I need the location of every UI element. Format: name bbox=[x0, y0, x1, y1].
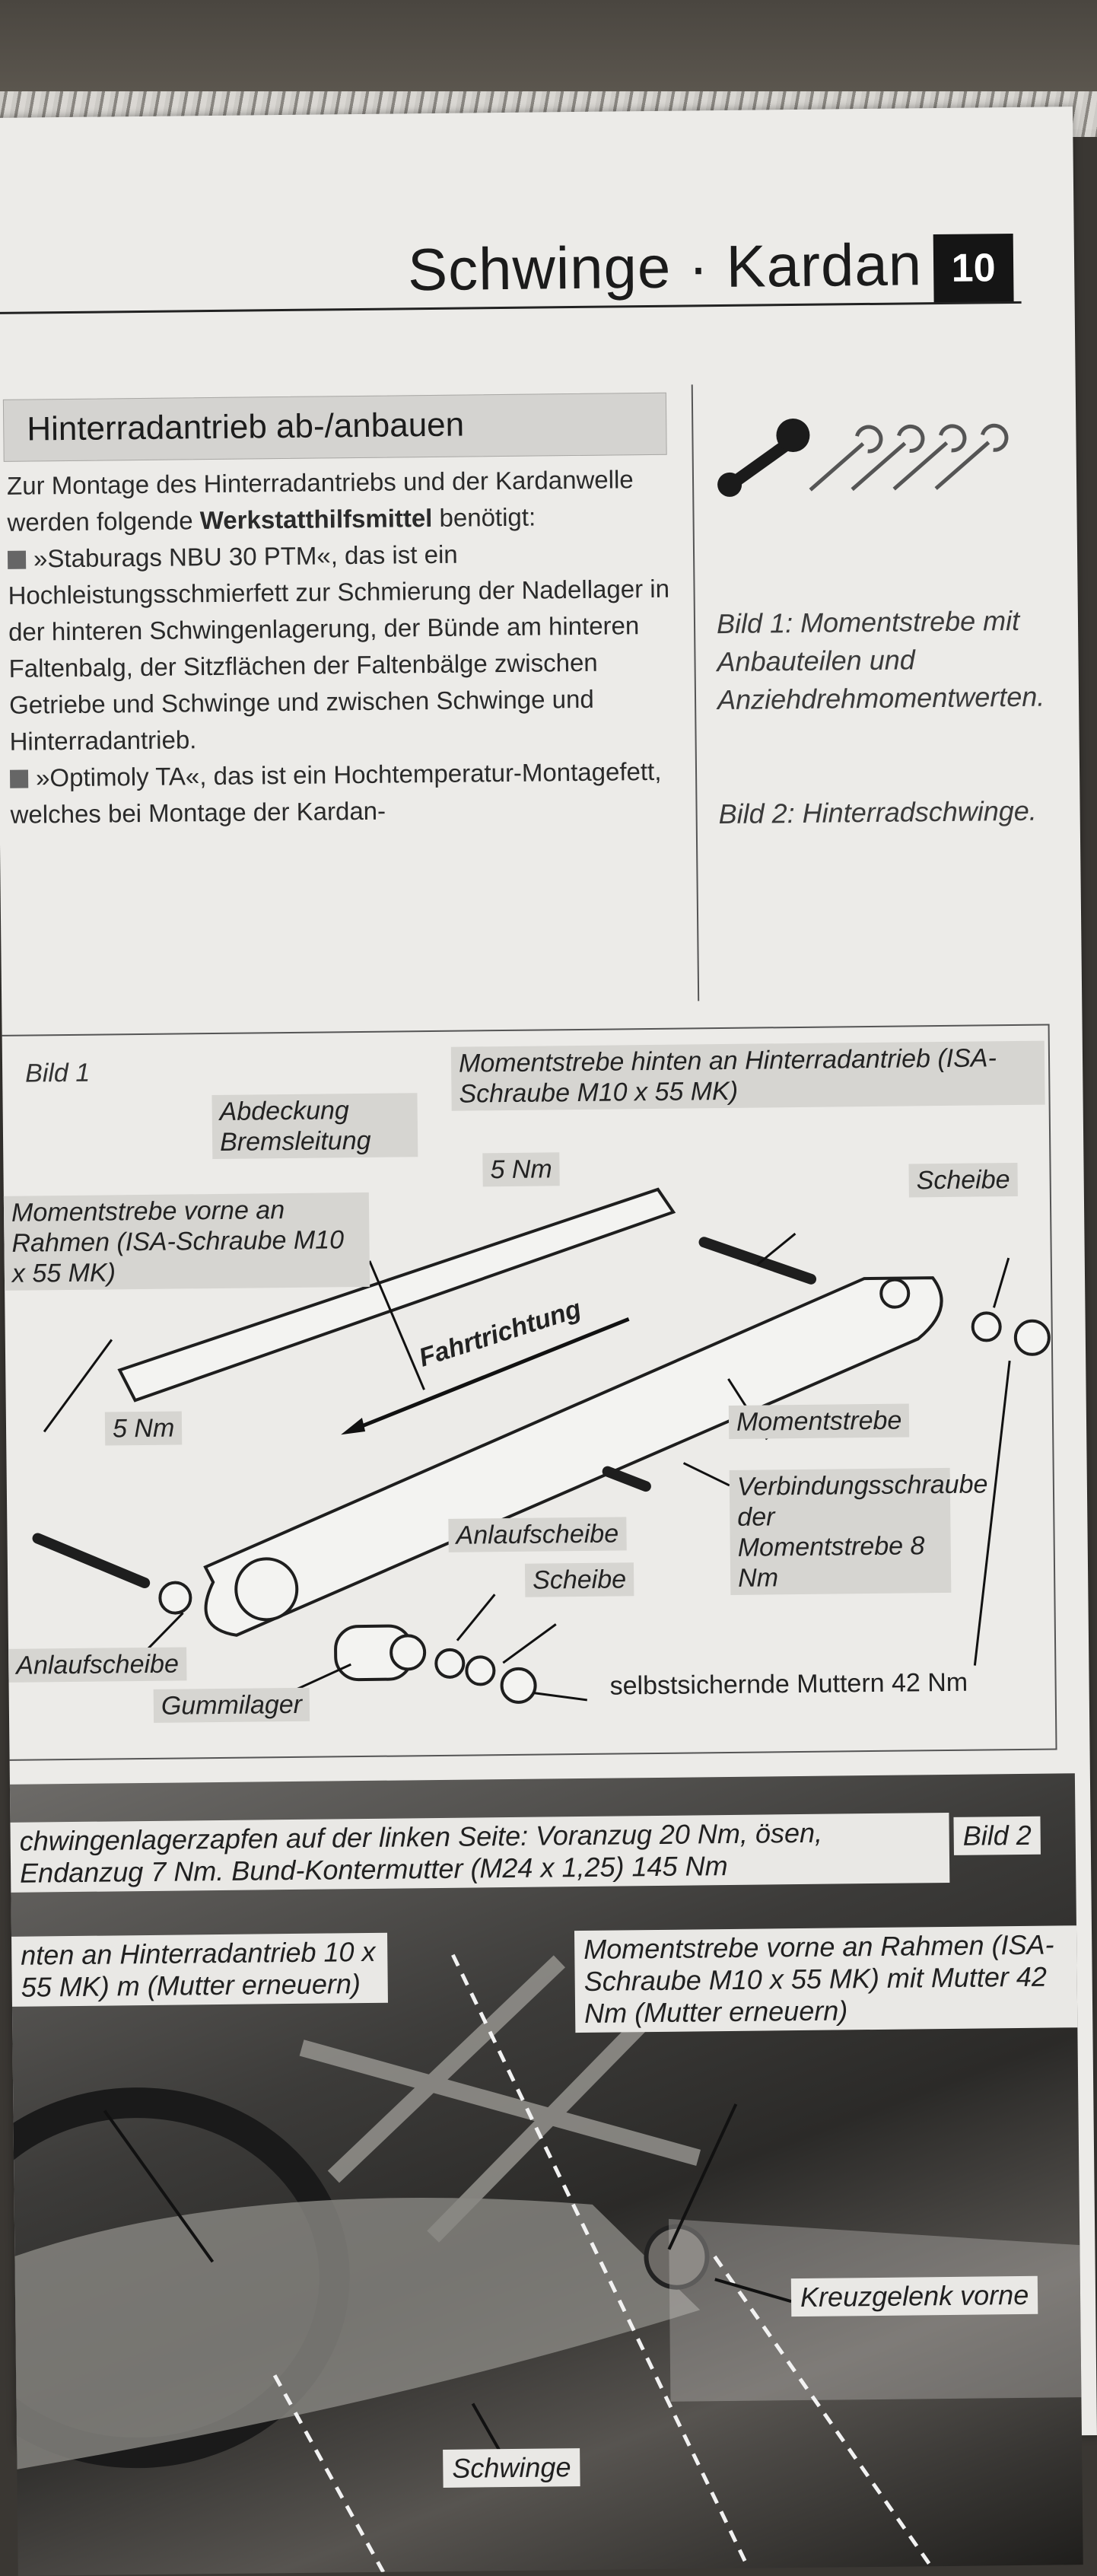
figure-2-label: Bild 2 bbox=[953, 1816, 1041, 1855]
label-momentstrebe-hinten: Momentstrebe hinten an Hinterradantrieb … bbox=[450, 1040, 1045, 1111]
figure-1-drawing bbox=[32, 1187, 1051, 1704]
intro-tail: benötigt: bbox=[432, 502, 536, 532]
label-anlaufscheibe-left: Anlaufscheibe bbox=[8, 1647, 187, 1683]
page-header: Schwinge · Kardan 10 bbox=[0, 221, 1029, 316]
bullet-square-icon bbox=[9, 769, 29, 788]
body-text: Zur Montage des Hinterradantriebs und de… bbox=[7, 461, 680, 833]
caption-bild2: Bild 2: Hinterradschwinge. bbox=[718, 794, 1038, 830]
label-momentstrebe-vorne: Momentstrebe vorne an Rahmen (ISA-Schrau… bbox=[3, 1192, 370, 1291]
intro-paragraph: Zur Montage des Hinterradantriebs und de… bbox=[7, 461, 677, 541]
label-scheibe-mid: Scheibe bbox=[524, 1562, 634, 1597]
label-anlaufscheibe-mid: Anlaufscheibe bbox=[448, 1517, 627, 1552]
figure-1: Bild 1 Momentstrebe hinten an Hinterrada… bbox=[2, 1024, 1057, 1761]
section-title: Hinterradantrieb ab-/anbauen bbox=[27, 406, 465, 448]
label-momentstrebe: Momentstrebe bbox=[728, 1403, 910, 1439]
label-hinten-photo: nten an Hinterradantrieb 10 x 55 MK) m (… bbox=[11, 1932, 388, 2007]
bullet-text-1: »Staburags NBU 30 PTM«, das ist ein Hoch… bbox=[8, 540, 670, 756]
bullet-square-icon bbox=[7, 550, 27, 569]
bullet-text-2: »Optimoly TA«, das ist ein Hochtemperatu… bbox=[10, 756, 662, 829]
label-schwinge: Schwinge bbox=[443, 2448, 580, 2488]
caption-bild1: Bild 1: Momentstrebe mit Anbauteilen und… bbox=[716, 604, 1045, 716]
label-kreuzgelenk: Kreuzgelenk vorne bbox=[790, 2275, 1038, 2317]
figure-2-photo: chwingenlagerzapfen auf der linken Seite… bbox=[9, 1773, 1083, 2576]
column-divider bbox=[691, 384, 700, 1001]
chapter-badge: 10 bbox=[933, 233, 1014, 304]
label-schwingenlagerzapfen: chwingenlagerzapfen auf der linken Seite… bbox=[10, 1812, 950, 1893]
page-title: Schwinge · Kardan bbox=[407, 231, 923, 304]
label-5nm-top: 5 Nm bbox=[482, 1152, 560, 1187]
label-5nm-left: 5 Nm bbox=[104, 1411, 183, 1446]
label-muttern: selbstsichernde Muttern 42 Nm bbox=[609, 1667, 968, 1701]
label-abdeckung: Abdeckung Bremsleitung bbox=[211, 1093, 418, 1160]
label-scheibe-top: Scheibe bbox=[908, 1162, 1018, 1198]
label-vorne-photo: Momentstrebe vorne an Rahmen (ISA-Schrau… bbox=[574, 1925, 1083, 2033]
bullet-item-1: »Staburags NBU 30 PTM«, das ist ein Hoch… bbox=[7, 534, 679, 760]
label-gummilager: Gummilager bbox=[153, 1687, 310, 1723]
wrench-icon bbox=[717, 419, 1009, 497]
manual-page: Schwinge · Kardan 10 Hinterradantrieb ab… bbox=[0, 107, 1097, 2576]
figure-1-label: Bild 1 bbox=[24, 1058, 91, 1088]
intro-bold: Werkstatthilfsmittel bbox=[199, 503, 433, 535]
bullet-item-2: »Optimoly TA«, das ist ein Hochtemperatu… bbox=[9, 753, 680, 833]
section-heading-box: Hinterradantrieb ab-/anbauen bbox=[2, 392, 667, 462]
label-verbindungsschraube: Verbindungsschraube der Momentstrebe 8 N… bbox=[729, 1467, 988, 1595]
